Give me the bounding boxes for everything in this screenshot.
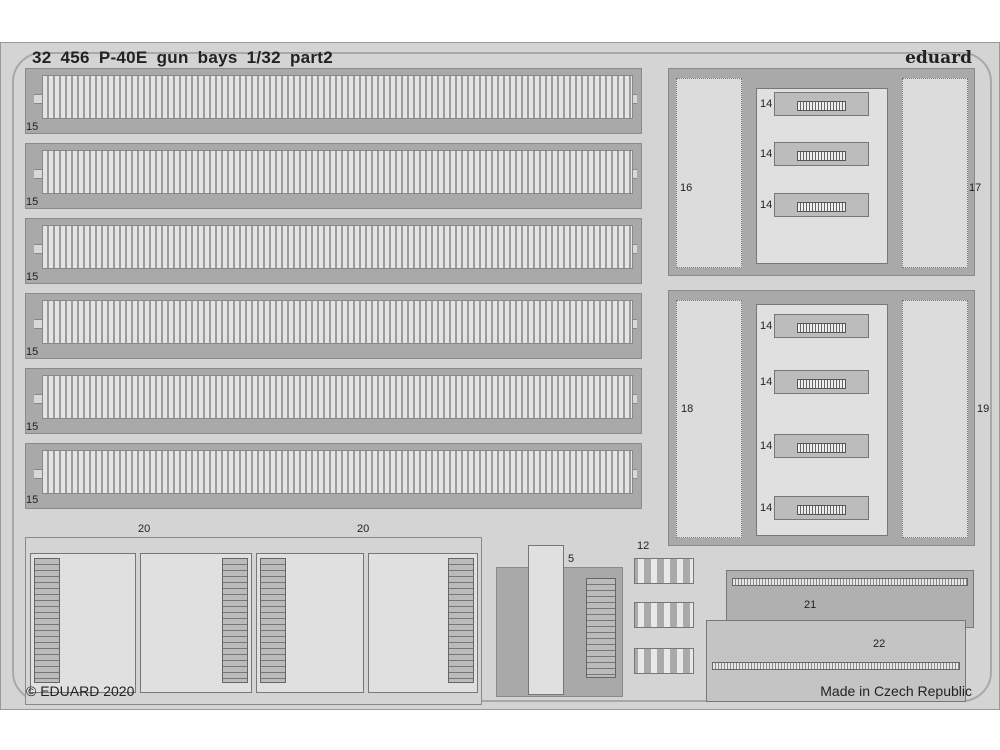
ammo-belt xyxy=(25,143,642,209)
gun-tray xyxy=(774,496,869,520)
panel-17 xyxy=(902,78,968,268)
part-label: 16 xyxy=(680,182,693,194)
box-5-center xyxy=(528,545,564,695)
part-label: 15 xyxy=(26,346,39,358)
part-label: 14 xyxy=(760,98,773,110)
ammo-belt xyxy=(25,218,642,284)
part-label: 14 xyxy=(760,376,773,388)
gun-tray xyxy=(774,142,869,166)
part-label: 15 xyxy=(26,421,39,433)
part-label: 14 xyxy=(760,502,773,514)
part-label: 21 xyxy=(804,599,817,611)
rail xyxy=(732,578,968,586)
ammo-belt xyxy=(25,293,642,359)
part-label: 14 xyxy=(760,320,773,332)
fret-title: 32 456 P-40E gun bays 1/32 part2 xyxy=(32,48,334,67)
copyright: © EDUARD 2020 xyxy=(26,683,135,699)
ammo-belt xyxy=(25,443,642,509)
part-label: 15 xyxy=(26,121,39,133)
part-label: 22 xyxy=(873,638,886,650)
part-label: 5 xyxy=(568,553,575,565)
gun-tray xyxy=(774,434,869,458)
rail-strip xyxy=(34,558,60,683)
part-label: 14 xyxy=(760,199,773,211)
part-label: 17 xyxy=(969,182,982,194)
gun-tray xyxy=(774,193,869,217)
part-label: 15 xyxy=(26,494,39,506)
gun-tray xyxy=(774,370,869,394)
link-set xyxy=(634,648,694,674)
panel-16 xyxy=(676,78,742,268)
comb-22 xyxy=(706,620,966,702)
part-label: 20 xyxy=(138,523,151,535)
part-label: 18 xyxy=(681,403,694,415)
fret-frame xyxy=(12,52,992,702)
gun-tray xyxy=(774,92,869,116)
tray-frame xyxy=(756,88,888,264)
gun-tray xyxy=(774,314,869,338)
brand-logo: eduard xyxy=(905,48,972,68)
part-label: 15 xyxy=(26,196,39,208)
origin-text: Made in Czech Republic xyxy=(820,683,972,699)
panel-19 xyxy=(902,300,968,538)
rail-strip xyxy=(260,558,286,683)
part-label: 14 xyxy=(760,440,773,452)
part-label: 20 xyxy=(357,523,370,535)
part-label: 14 xyxy=(760,148,773,160)
ammo-belt xyxy=(25,68,642,134)
rail xyxy=(712,662,960,670)
rail-strip xyxy=(448,558,474,683)
part-label: 12 xyxy=(637,540,650,552)
rail-strip xyxy=(586,578,616,678)
panel-18 xyxy=(676,300,742,538)
part-label: 19 xyxy=(977,403,990,415)
link-set xyxy=(634,602,694,628)
ammo-belt xyxy=(25,368,642,434)
part-label: 15 xyxy=(26,271,39,283)
rail-strip xyxy=(222,558,248,683)
link-set xyxy=(634,558,694,584)
